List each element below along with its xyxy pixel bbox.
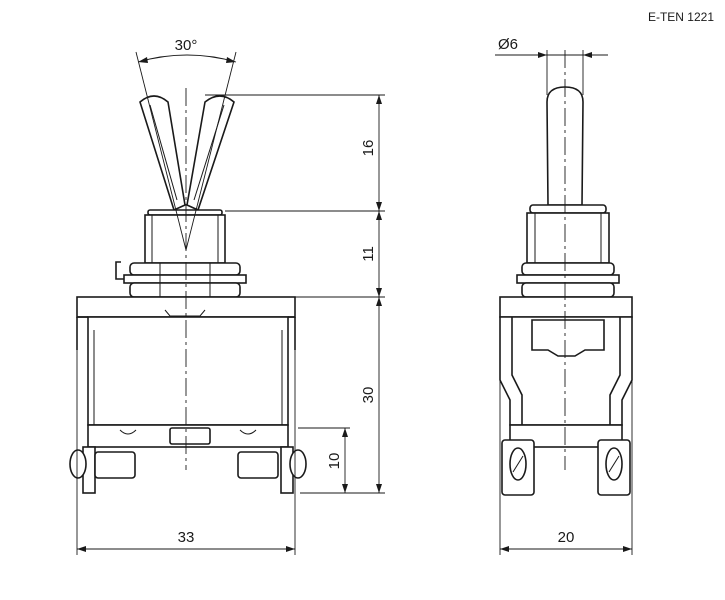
vertical-dimensions: 16 11 30 10	[205, 94, 385, 494]
bushing-height-label: 11	[360, 246, 377, 262]
front-bushing	[144, 209, 226, 264]
front-width-dimension: 33	[76, 350, 296, 555]
angle-dimension: 30°	[135, 37, 237, 251]
side-width-dimension: 20	[499, 380, 633, 555]
front-width-label: 33	[178, 529, 195, 546]
side-body	[499, 296, 633, 426]
side-bushing	[526, 204, 610, 264]
body-height-label: 30	[360, 387, 377, 404]
front-terminals	[69, 424, 307, 494]
terminal-height-label: 10	[326, 453, 343, 470]
front-body	[76, 296, 296, 426]
side-nuts	[516, 262, 620, 298]
lever-height-label: 16	[360, 140, 377, 157]
front-lever	[139, 95, 235, 212]
diameter-label: Ø6	[498, 36, 518, 53]
side-view	[499, 50, 633, 496]
angle-label: 30°	[175, 37, 198, 54]
side-terminals	[501, 424, 631, 496]
front-nuts	[115, 261, 247, 298]
product-code: E-TEN 1221	[648, 10, 714, 24]
front-view	[69, 88, 307, 494]
diameter-dimension: Ø6	[495, 36, 608, 95]
side-width-label: 20	[558, 529, 575, 546]
